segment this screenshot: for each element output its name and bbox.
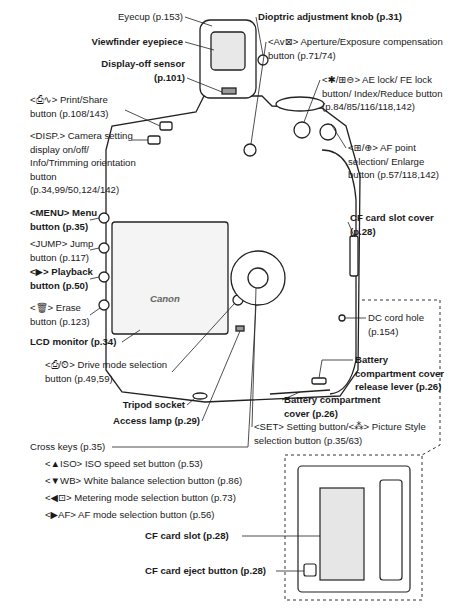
cf-compartment [298, 466, 410, 592]
leader-line [304, 80, 320, 122]
callout-label: Viewfinder eyepiece [53, 35, 183, 49]
lcd-monitor [112, 222, 228, 334]
callout-label: <⎙∿> Print/Share button (p.108/143) [30, 93, 130, 120]
leader-line [202, 331, 240, 421]
leader-line [319, 360, 353, 378]
callout-label: <▲ISO> ISO speed set button (p.53) [45, 457, 305, 471]
callout-label: <MENU> Menu button (p.35) [30, 206, 100, 233]
cf-eject-button [304, 564, 316, 576]
af-point-button [320, 124, 336, 140]
ae-lock-button [294, 122, 310, 138]
callout-label: CF card slot cover (p.28) [350, 211, 445, 238]
callout-label: LCD monitor (p.34) [30, 335, 150, 349]
leader-line [331, 124, 346, 148]
leader-line [276, 571, 304, 572]
set-button [248, 268, 268, 288]
cf-inset-group [298, 466, 410, 592]
callout-label: <SET> Setting button/<⁂> Picture Style s… [254, 420, 446, 447]
callout-label: <◀⊡> Metering mode selection button (p.7… [45, 491, 305, 505]
callout-label: Access lamp (p.29) [90, 414, 200, 428]
menu-button [99, 213, 109, 223]
playback-button [99, 272, 109, 282]
callout-label: <✱/⊞⊖> AE lock/ FE lock button/ Index/Re… [322, 73, 447, 114]
camera-body [106, 96, 360, 402]
disp-button [148, 136, 160, 144]
brand-logo: Canon [150, 292, 200, 306]
callout-label: Tripod socket [85, 398, 185, 412]
leader-line [345, 318, 366, 319]
leader-line [251, 42, 266, 144]
camera-body-group [99, 20, 360, 402]
callout-label: DC cord hole (p.154) [368, 311, 443, 338]
callout-label: Battery compartment cover release lever … [355, 353, 447, 394]
callout-label: CF card slot (p.28) [145, 529, 265, 543]
inset-frame [285, 455, 422, 600]
callout-label: Cross keys (p.35) [30, 440, 150, 454]
av-button [244, 144, 256, 156]
jump-button [99, 243, 109, 253]
callout-label: Battery compartment cover (p.26) [284, 393, 399, 420]
leader-line [185, 17, 212, 26]
access-lamp [236, 326, 244, 331]
viewfinder-eyepiece [211, 32, 245, 70]
callout-label: Eyecup (p.153) [73, 10, 183, 24]
leader-line [242, 536, 320, 537]
inset-frame-group [285, 300, 440, 600]
mode-dial [276, 97, 324, 111]
callout-label: Dioptric adjustment knob (p.31) [258, 10, 448, 24]
leader-line [187, 78, 222, 92]
tripod-socket [193, 393, 207, 399]
leader-line [90, 218, 99, 220]
leader-lines [90, 17, 366, 571]
leader-line [252, 288, 256, 427]
leader-line [122, 330, 140, 342]
callout-label: <⎙/⏲> Drive mode selection button (p.49,… [45, 358, 175, 385]
leader-line [90, 277, 99, 279]
callout-label: <⊞/⊕> AF point selection/ Enlarge button… [348, 141, 448, 182]
callout-label: Display-off sensor (p.101) [95, 57, 185, 84]
leader-line [90, 308, 100, 315]
battery-release-lever [312, 378, 326, 384]
callout-label: <▼WB> White balance selection button (p.… [45, 474, 305, 488]
callout-label: <▶> Playback button (p.50) [30, 265, 102, 292]
print-button [160, 122, 172, 130]
dc-cord-hole [339, 315, 345, 321]
cf-card-slot [320, 488, 364, 580]
callout-label: CF card eject button (p.28) [145, 564, 285, 578]
cf-slot-cover [350, 236, 358, 276]
callout-label: <DISP.> Camera setting display on/off/ I… [30, 129, 142, 197]
leader-line [172, 304, 234, 372]
callout-label: <▶AF> AF mode selection button (p.56) [45, 508, 305, 522]
leader-line [256, 17, 263, 55]
leader-line [132, 140, 148, 141]
leader-line [187, 398, 195, 405]
callout-label: <🗑> Erase button (p.123) [30, 301, 100, 328]
leader-line [125, 110, 160, 126]
callout-label: <JUMP> Jump button (p.117) [30, 237, 100, 264]
erase-button [99, 300, 109, 310]
leader-line [185, 42, 214, 50]
cf-cover-edge [380, 480, 402, 580]
display-off-sensor [222, 88, 236, 94]
callout-label: <Av⊠> Aperture/Exposure compensation but… [268, 35, 448, 62]
cross-keys [231, 251, 285, 305]
